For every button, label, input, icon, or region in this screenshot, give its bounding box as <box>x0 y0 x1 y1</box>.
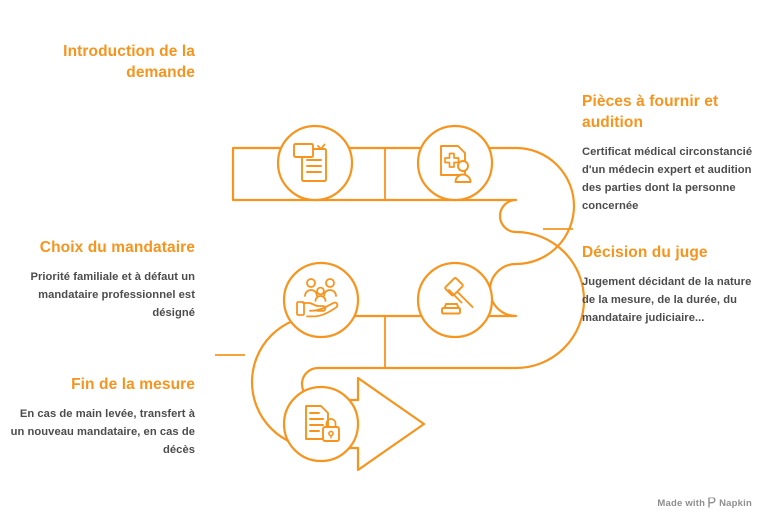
flow-node-decision[interactable] <box>416 261 494 339</box>
gavel-icon <box>441 277 474 315</box>
step-heading-introduction: Introduction de la demande <box>63 43 195 81</box>
step-block-introduction: Introduction de la demande <box>10 42 195 93</box>
watermark-brand-label: Napkin <box>719 498 752 510</box>
napkin-pen-icon <box>708 496 716 510</box>
step-block-choix: Choix du mandataire Priorité familiale e… <box>10 238 195 322</box>
step-block-fin: Fin de la mesure En cas de main levée, t… <box>10 375 195 459</box>
step-body-choix: Priorité familiale et à défaut un mandat… <box>30 270 195 320</box>
flow-node-fin[interactable] <box>282 385 360 463</box>
flow-node-introduction[interactable] <box>276 124 354 202</box>
step-body-pieces: Certificat médical circonstancié d'un mé… <box>582 145 753 213</box>
step-body-fin: En cas de main levée, transfert à un nou… <box>10 407 195 457</box>
step-heading-choix: Choix du mandataire <box>39 239 195 256</box>
form-document-checkbox-icon <box>293 143 327 182</box>
hand-holding-family-icon <box>296 278 339 318</box>
step-block-decision: Décision du juge Jugement décidant de la… <box>582 243 758 327</box>
watermark-made-with-label: Made with <box>657 498 706 510</box>
flow-segment-dividers <box>215 148 573 368</box>
medical-certificate-person-icon <box>440 145 472 183</box>
step-heading-decision: Décision du juge <box>582 244 708 261</box>
step-heading-fin: Fin de la mesure <box>71 376 195 393</box>
step-body-decision: Jugement décidant de la nature de la mes… <box>582 275 752 325</box>
document-lock-icon <box>305 405 340 442</box>
flow-node-choix[interactable] <box>282 261 360 339</box>
flow-node-pieces[interactable] <box>416 124 494 202</box>
step-heading-pieces: Pièces à fournir et audition <box>582 93 719 131</box>
step-block-pieces: Pièces à fournir et audition Certificat … <box>582 92 758 215</box>
napkin-watermark: Made with Napkin <box>657 496 752 511</box>
